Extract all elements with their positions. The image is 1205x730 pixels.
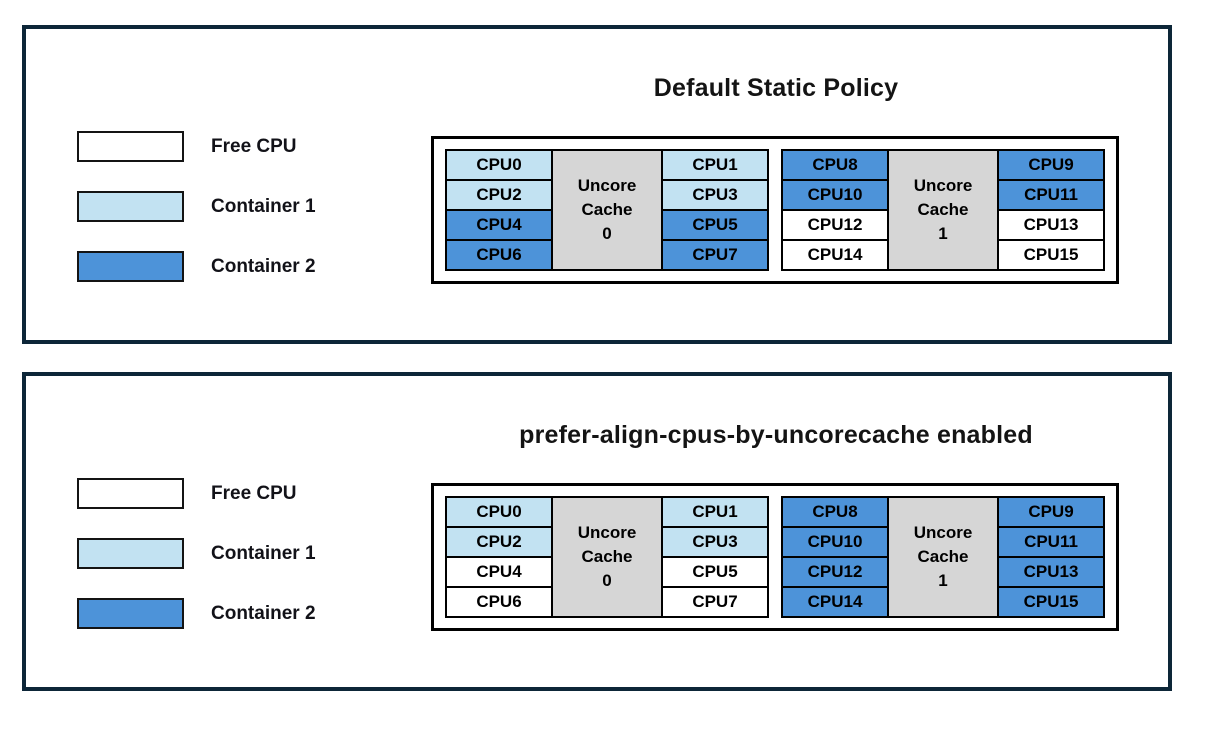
cpu-column-right: CPU9 CPU11 CPU13 CPU15 — [997, 149, 1105, 271]
legend-item-container-2: Container 2 — [77, 598, 316, 629]
cpu-cell: CPU2 — [445, 179, 553, 211]
uncore-cache-1-group: CPU8 CPU10 CPU12 CPU14 Uncore Cache 1 CP… — [781, 496, 1105, 618]
legend-item-container-1: Container 1 — [77, 191, 316, 222]
legend: Free CPU Container 1 Container 2 — [77, 131, 316, 282]
legend-label-container-2: Container 2 — [211, 602, 316, 624]
legend-item-free-cpu: Free CPU — [77, 478, 316, 509]
panel-title: Default Static Policy — [653, 74, 899, 102]
legend-item-container-1: Container 1 — [77, 538, 316, 569]
cpu-cell: CPU15 — [997, 239, 1105, 271]
cpu-cell: CPU4 — [445, 556, 553, 588]
cpu-cell: CPU6 — [445, 239, 553, 271]
cpu-cell: CPU7 — [661, 586, 769, 618]
cpu-column-right: CPU9 CPU11 CPU13 CPU15 — [997, 496, 1105, 618]
legend-swatch-container-2 — [77, 598, 184, 629]
uncore-cache-0-box: Uncore Cache 0 — [551, 149, 663, 271]
cpu-cell: CPU11 — [997, 526, 1105, 558]
cpu-cell: CPU5 — [661, 209, 769, 241]
legend-swatch-free-cpu — [77, 478, 184, 509]
cpu-cell: CPU4 — [445, 209, 553, 241]
legend-swatch-container-1 — [77, 538, 184, 569]
cpu-cell: CPU13 — [997, 209, 1105, 241]
legend-label-container-1: Container 1 — [211, 195, 316, 217]
cpu-cell: CPU12 — [781, 556, 889, 588]
cpu-column-left: CPU8 CPU10 CPU12 CPU14 — [781, 149, 889, 271]
legend-label-free-cpu: Free CPU — [211, 135, 297, 157]
legend-label-container-2: Container 2 — [211, 255, 316, 277]
cpu-cell: CPU13 — [997, 556, 1105, 588]
cpu-cell: CPU5 — [661, 556, 769, 588]
cpu-column-left: CPU0 CPU2 CPU4 CPU6 — [445, 149, 553, 271]
uncore-cache-0-group: CPU0 CPU2 CPU4 CPU6 Uncore Cache 0 CPU1 … — [445, 149, 769, 271]
cpu-cell: CPU14 — [781, 239, 889, 271]
cpu-cell: CPU1 — [661, 496, 769, 528]
cpu-cell: CPU8 — [781, 149, 889, 181]
cpu-cell: CPU12 — [781, 209, 889, 241]
cpu-cell: CPU10 — [781, 526, 889, 558]
cpu-cell: CPU9 — [997, 149, 1105, 181]
cpu-topology-diagram: CPU0 CPU2 CPU4 CPU6 Uncore Cache 0 CPU1 … — [431, 136, 1119, 284]
legend-swatch-free-cpu — [77, 131, 184, 162]
cpu-topology-diagram: CPU0 CPU2 CPU4 CPU6 Uncore Cache 0 CPU1 … — [431, 483, 1119, 631]
cpu-cell: CPU11 — [997, 179, 1105, 211]
cpu-column-right: CPU1 CPU3 CPU5 CPU7 — [661, 149, 769, 271]
cpu-cell: CPU14 — [781, 586, 889, 618]
legend: Free CPU Container 1 Container 2 — [77, 478, 316, 629]
cpu-column-left: CPU8 CPU10 CPU12 CPU14 — [781, 496, 889, 618]
cpu-cell: CPU0 — [445, 496, 553, 528]
uncore-cache-1-group: CPU8 CPU10 CPU12 CPU14 Uncore Cache 1 CP… — [781, 149, 1105, 271]
legend-label-free-cpu: Free CPU — [211, 482, 297, 504]
legend-item-free-cpu: Free CPU — [77, 131, 316, 162]
cpu-cell: CPU2 — [445, 526, 553, 558]
cpu-cell: CPU3 — [661, 526, 769, 558]
cpu-cell: CPU8 — [781, 496, 889, 528]
uncore-cache-1-box: Uncore Cache 1 — [887, 496, 999, 618]
uncore-cache-1-box: Uncore Cache 1 — [887, 149, 999, 271]
uncore-cache-0-group: CPU0 CPU2 CPU4 CPU6 Uncore Cache 0 CPU1 … — [445, 496, 769, 618]
cpu-column-right: CPU1 CPU3 CPU5 CPU7 — [661, 496, 769, 618]
cpu-column-left: CPU0 CPU2 CPU4 CPU6 — [445, 496, 553, 618]
cpu-cell: CPU0 — [445, 149, 553, 181]
legend-label-container-1: Container 1 — [211, 542, 316, 564]
cpu-cell: CPU9 — [997, 496, 1105, 528]
legend-swatch-container-1 — [77, 191, 184, 222]
panel-title: prefer-align-cpus-by-uncorecache enabled — [519, 421, 1033, 449]
panel-prefer-align-cpus-by-uncorecache: prefer-align-cpus-by-uncorecache enabled… — [22, 372, 1172, 691]
panel-default-static-policy: Default Static Policy Free CPU Container… — [22, 25, 1172, 344]
legend-swatch-container-2 — [77, 251, 184, 282]
cpu-cell: CPU6 — [445, 586, 553, 618]
uncore-cache-0-box: Uncore Cache 0 — [551, 496, 663, 618]
cpu-cell: CPU15 — [997, 586, 1105, 618]
cpu-cell: CPU1 — [661, 149, 769, 181]
cpu-cell: CPU7 — [661, 239, 769, 271]
cpu-cell: CPU10 — [781, 179, 889, 211]
legend-item-container-2: Container 2 — [77, 251, 316, 282]
cpu-cell: CPU3 — [661, 179, 769, 211]
